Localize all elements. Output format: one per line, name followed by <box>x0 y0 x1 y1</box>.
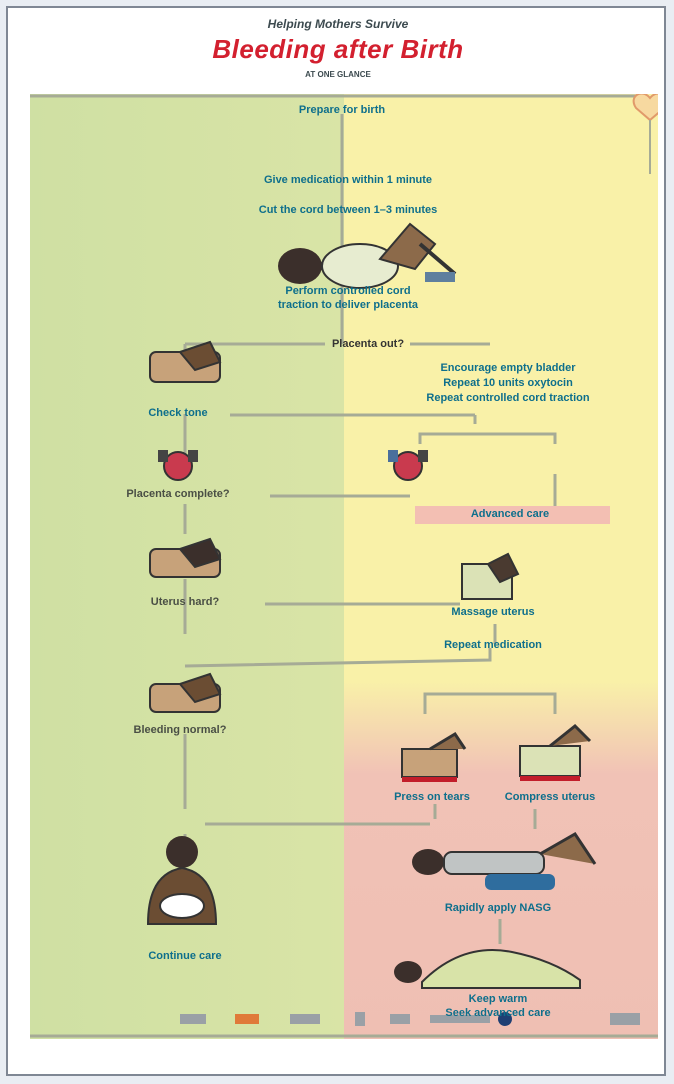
step-press-tears: Press on tears <box>394 791 470 803</box>
step-cut-cord: Cut the cord between 1–3 minutes <box>259 204 437 216</box>
step-continue-care: Continue care <box>148 950 221 962</box>
flowchart-canvas <box>30 94 658 1039</box>
step-rapidly-apply: Rapidly apply NASG <box>445 902 551 914</box>
step-compress-uterus: Compress uterus <box>505 791 595 803</box>
step-repeat-traction: Repeat controlled cord traction <box>426 392 589 404</box>
poster-tagline: AT ONE GLANCE <box>305 70 371 79</box>
step-repeat-medication: Repeat medication <box>444 639 542 651</box>
step-prepare: Prepare for birth <box>299 104 385 116</box>
step-uterus-hard: Uterus hard? <box>151 596 219 608</box>
poster-title: Bleeding after Birth <box>212 34 463 65</box>
step-seek-advanced: Seek advanced care <box>445 1007 550 1019</box>
step-repeat-oxytocin: Repeat 10 units oxytocin <box>443 377 573 389</box>
step-massage-uterus: Massage uterus <box>451 606 534 618</box>
flowchart: Prepare for birth Give medication within… <box>30 94 658 1039</box>
step-encourage: Encourage empty bladder <box>440 362 575 374</box>
step-placenta-out: Placenta out? <box>332 338 404 350</box>
poster-frame: Helping Mothers Survive Bleeding after B… <box>6 6 666 1076</box>
step-perform-traction-1: Perform controlled cord <box>285 285 410 297</box>
step-perform-traction-2: traction to deliver placenta <box>278 299 418 311</box>
step-give-medication: Give medication within 1 minute <box>264 174 432 186</box>
step-placenta-complete: Placenta complete? <box>126 488 229 500</box>
step-keep-warm: Keep warm <box>469 993 528 1005</box>
step-check-tone: Check tone <box>148 407 207 419</box>
poster-subtitle: Helping Mothers Survive <box>268 17 409 31</box>
step-bleeding-normal: Bleeding normal? <box>134 724 227 736</box>
step-advanced-care: Advanced care <box>471 508 549 520</box>
